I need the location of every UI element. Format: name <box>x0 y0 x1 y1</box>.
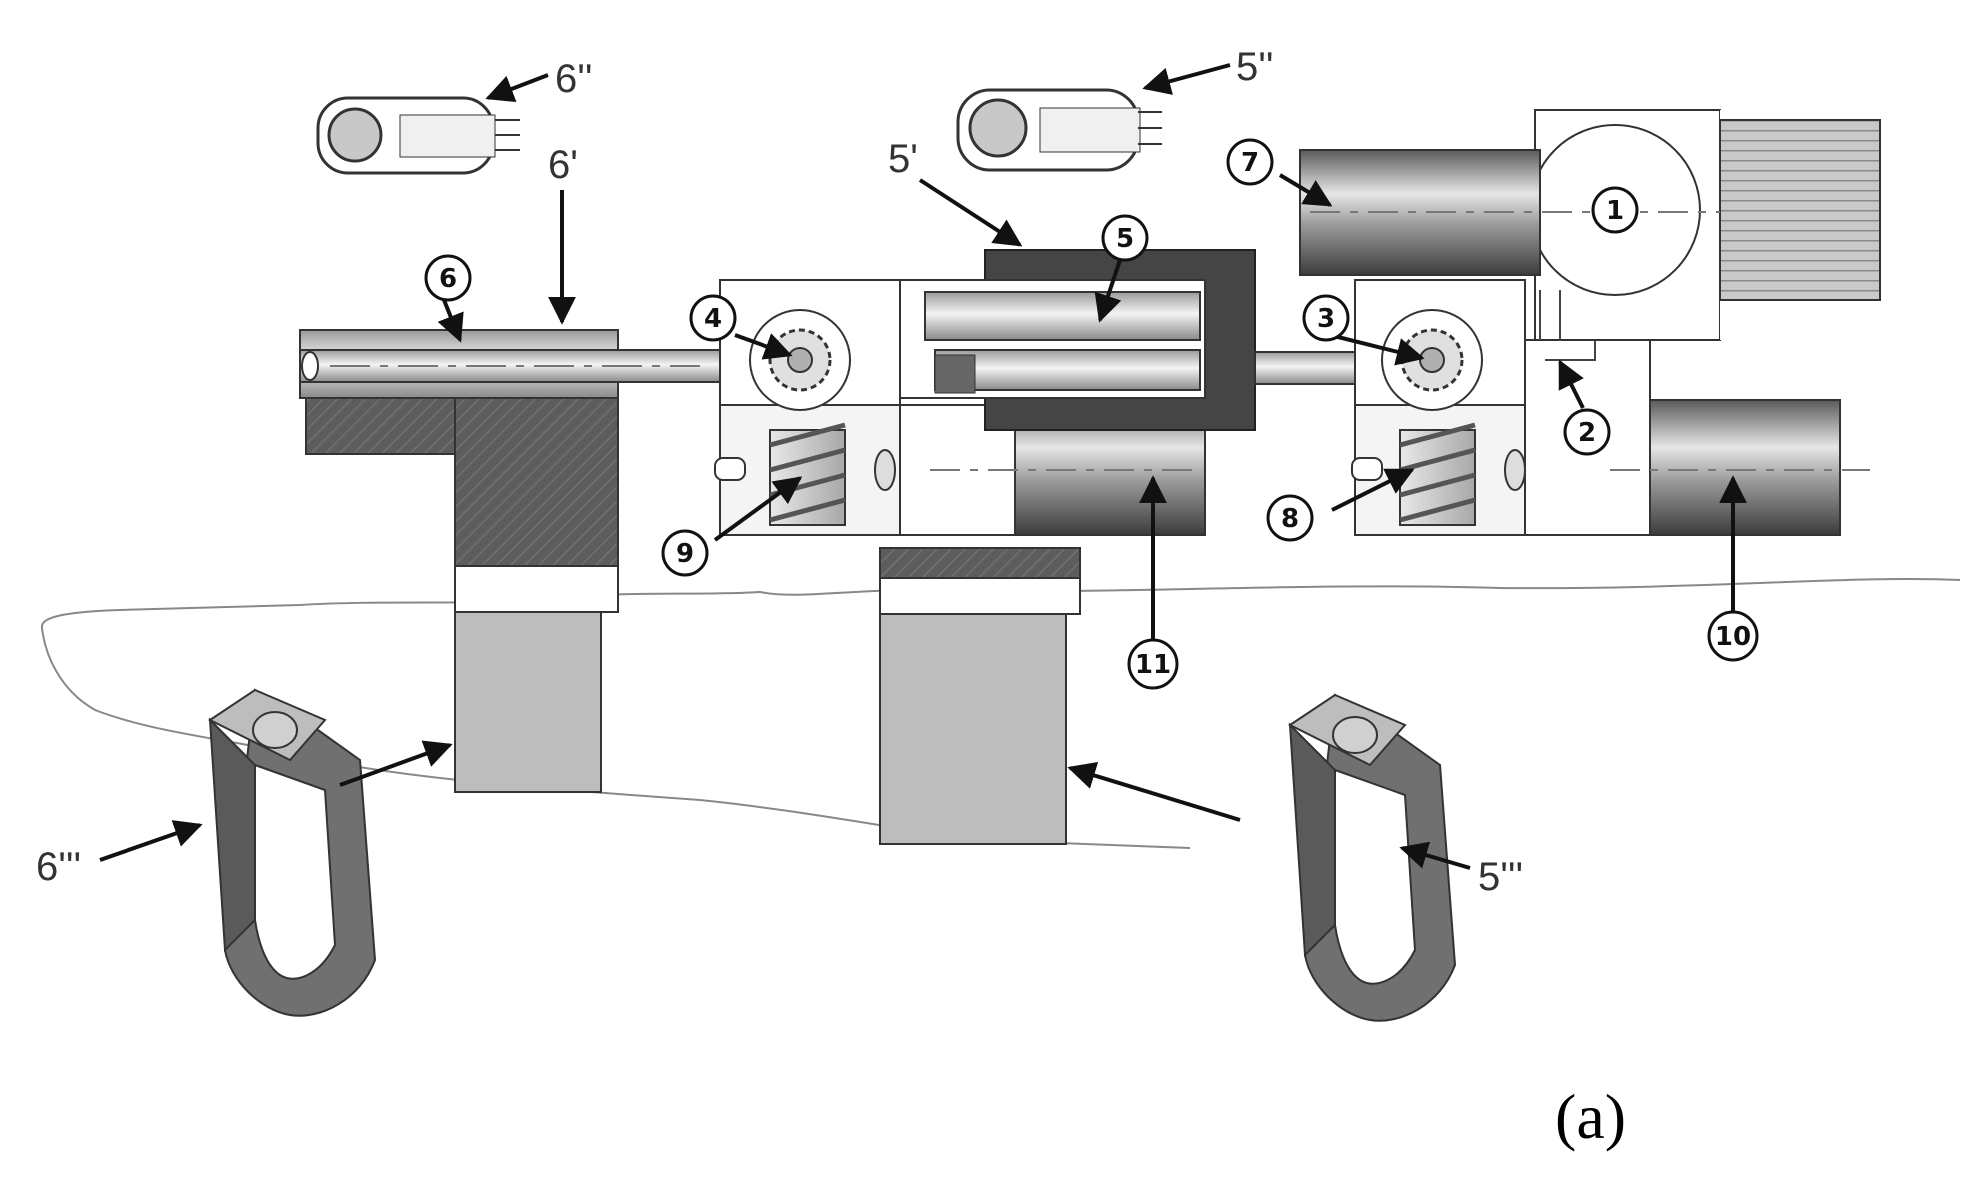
middle-segment-base <box>879 547 1081 845</box>
callout-2-text: 2 <box>1578 418 1596 448</box>
pinion-gear-3 <box>1381 309 1483 411</box>
callout-1-text: 1 <box>1606 196 1624 226</box>
callout-4: 4 <box>689 294 737 342</box>
motor-10 <box>1610 399 1870 536</box>
pinion-gear-4 <box>749 309 851 411</box>
callout-3: 3 <box>1302 294 1350 342</box>
panel-label: (a) <box>1555 1081 1626 1152</box>
callout-6: 6 <box>424 254 472 302</box>
callout-11-text: 11 <box>1135 650 1171 680</box>
sensor-6pp-icon <box>316 96 520 175</box>
callout-4-text: 4 <box>704 304 722 334</box>
callout-5-text: 5 <box>1116 224 1134 254</box>
callout-9-text: 9 <box>676 539 694 569</box>
callout-3-text: 3 <box>1317 304 1335 334</box>
rod-6 <box>299 329 741 399</box>
gearbox-left <box>714 279 901 536</box>
label-5ppp: 5''' <box>1478 855 1523 899</box>
label-6pp: 6'' <box>555 57 593 101</box>
callout-1: 1 <box>1591 186 1639 234</box>
callout-2: 2 <box>1563 408 1611 456</box>
leader-arrows <box>99 63 1747 870</box>
label-6p: 6' <box>548 143 578 187</box>
callout-11: 11 <box>1127 638 1179 690</box>
finger-clip-5ppp-icon <box>1288 693 1457 1022</box>
worm-gear-9 <box>714 422 896 526</box>
label-5pp: 5'' <box>1236 45 1274 89</box>
proximal-segment-base <box>305 397 619 613</box>
label-6ppp: 6''' <box>36 845 81 889</box>
sensor-5pp-icon <box>956 88 1162 172</box>
callout-10-text: 10 <box>1715 622 1751 652</box>
callout-5: 5 <box>1101 214 1149 262</box>
drive-module-1 <box>1524 109 1982 536</box>
finger-clip-left-body <box>454 611 602 793</box>
callout-9: 9 <box>661 529 709 577</box>
finger-clip-right-body <box>879 613 1067 845</box>
gearbox-right <box>1351 279 1526 536</box>
callout-8-text: 8 <box>1281 504 1299 534</box>
callout-8: 8 <box>1266 494 1314 542</box>
finger-clip-6ppp-icon <box>208 688 377 1017</box>
callout-7: 7 <box>1226 138 1274 186</box>
linear-actuator-5 <box>899 249 1256 431</box>
callout-6-text: 6 <box>439 264 457 294</box>
callout-10: 10 <box>1707 610 1759 662</box>
callout-7-text: 7 <box>1241 148 1259 178</box>
label-5p: 5' <box>888 137 918 181</box>
